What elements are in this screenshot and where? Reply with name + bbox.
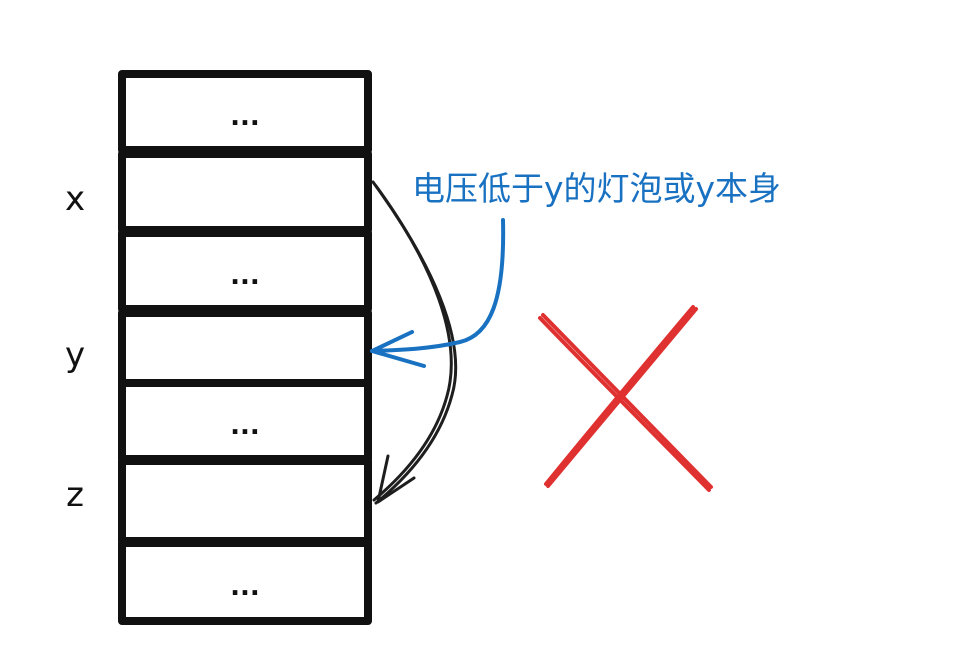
cross-line-2 xyxy=(544,305,695,486)
annotation-arrowhead xyxy=(370,330,426,368)
cell-column: ... ... ... ... xyxy=(118,70,372,625)
cross-line-1 xyxy=(538,316,711,492)
cross-line-1-sketch xyxy=(541,313,713,489)
cell-y xyxy=(118,309,372,387)
annotation-text: 电压低于y的灯泡或y本身 xyxy=(412,169,781,208)
cell-2: ... xyxy=(118,229,372,313)
cell-0: ... xyxy=(118,70,372,154)
x-to-z-arrow xyxy=(371,180,458,505)
cell-4-text: ... xyxy=(230,411,260,441)
cell-z xyxy=(118,457,372,545)
x-to-z-arrow-shaft-sketch xyxy=(372,184,453,502)
annotation-arrow xyxy=(370,218,506,368)
cross-line-2-sketch xyxy=(546,307,698,488)
cell-x xyxy=(118,150,372,234)
row-label-x: x xyxy=(65,179,85,219)
cell-6: ... xyxy=(118,539,372,625)
annotation-arrow-shaft xyxy=(370,218,506,353)
row-label-z: z xyxy=(66,475,84,515)
cross-mark-icon xyxy=(538,305,713,492)
cell-2-text: ... xyxy=(230,261,260,291)
cell-6-text: ... xyxy=(230,572,260,602)
row-label-y: y xyxy=(65,335,85,375)
cell-4: ... xyxy=(118,379,372,463)
x-to-z-arrowhead xyxy=(376,454,416,504)
cell-0-text: ... xyxy=(230,102,260,132)
